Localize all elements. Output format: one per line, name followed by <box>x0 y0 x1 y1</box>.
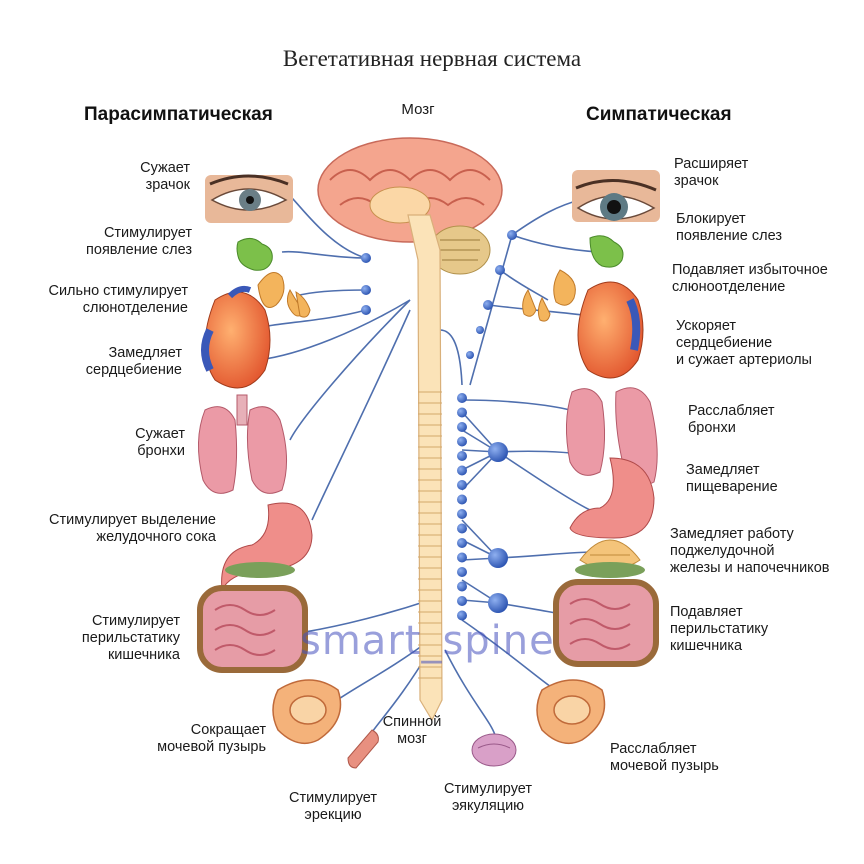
label-left-bladder: Сокращает мочевой пузырь <box>157 722 266 755</box>
label-left-bronchi: Сужает бронхи <box>135 426 185 459</box>
ganglion-node <box>457 567 467 577</box>
ganglion-node <box>457 538 467 548</box>
ganglion-node <box>457 393 467 403</box>
label-ejaculation: Стимулирует эякуляцию <box>443 781 533 814</box>
label-right-heart: Ускоряет сердцебиение и сужает артериолы <box>676 318 812 368</box>
ganglion-node <box>457 581 467 592</box>
ganglion-node <box>457 552 467 563</box>
ganglion-node <box>457 480 467 490</box>
ganglion-node <box>457 509 467 519</box>
ganglion-node <box>457 494 467 505</box>
label-left-saliva: Сильно стимулирует слюнотделение <box>48 283 188 316</box>
label-left-stomach: Стимулирует выделение желудочного сока <box>49 512 216 545</box>
ganglion-node <box>457 610 467 621</box>
heart-icon <box>201 281 644 389</box>
label-left-tears: Стимулирует появление слез <box>86 225 192 258</box>
salivary-gland-icon <box>257 269 576 322</box>
ganglion-node <box>457 451 467 461</box>
ganglion-nodes <box>361 230 517 621</box>
ganglion-node <box>457 465 467 476</box>
ganglion-node <box>361 305 371 315</box>
ganglion-node <box>488 548 508 568</box>
label-right-saliva: Подавляет избыточное слюноотделение <box>672 262 828 295</box>
bladder-icon <box>272 679 606 745</box>
header-parasympathetic: Парасимпатическая <box>84 104 273 125</box>
pancreas-icon <box>225 539 645 578</box>
penis-icon <box>347 729 379 769</box>
label-erection: Стимулирует эрекцию <box>288 790 378 823</box>
ganglion-node <box>488 593 508 613</box>
ganglion-node <box>457 422 467 432</box>
ganglion-node <box>361 285 371 295</box>
ganglion-node <box>457 596 467 606</box>
label-left-intestine: Стимулирует перильстатику кишечника <box>81 613 180 663</box>
label-left-pupil: Сужает зрачок <box>140 160 190 193</box>
ganglion-node <box>483 300 493 310</box>
label-right-tears: Блокирует появление слез <box>676 211 782 244</box>
label-spinal-cord: Спинной мозг <box>382 714 442 747</box>
label-right-bladder: Расслабляет мочевой пузырь <box>610 741 719 774</box>
label-right-bronchi: Расслабляет бронхи <box>688 403 775 436</box>
eye-icon <box>205 174 293 223</box>
label-right-digestion: Замедляет пищеварение <box>686 462 778 495</box>
ganglion-node <box>495 265 505 275</box>
ganglion-node <box>361 253 371 263</box>
label-right-pupil: Расширяет зрачок <box>674 156 749 189</box>
lacrimal-gland-icon <box>236 235 624 271</box>
ganglion-node <box>507 230 517 240</box>
watermark: smart_spine <box>300 618 555 664</box>
ganglion-node <box>476 326 484 334</box>
ganglion-node <box>488 442 508 462</box>
spinal-cord-icon <box>407 214 443 722</box>
ganglion-node <box>457 436 467 447</box>
ganglion-node <box>466 351 474 359</box>
eye-icon <box>572 170 660 222</box>
brain-icon <box>317 137 503 275</box>
ganglion-node <box>457 523 467 534</box>
label-right-intestine: Подавляет перильстатику кишечника <box>670 604 769 654</box>
prostate-icon <box>471 733 517 767</box>
left-nerves <box>257 195 496 736</box>
label-right-pancreas: Замедляет работу поджелудочной железы и … <box>670 526 830 576</box>
intestine-icon <box>197 579 659 673</box>
label-brain: Мозг <box>401 101 435 118</box>
header-sympathetic: Симпатическая <box>586 104 732 125</box>
diagram-title: Вегетативная нервная система <box>282 46 582 71</box>
ganglion-node <box>457 407 467 418</box>
label-left-heart: Замедляет сердцебиение <box>85 345 182 378</box>
